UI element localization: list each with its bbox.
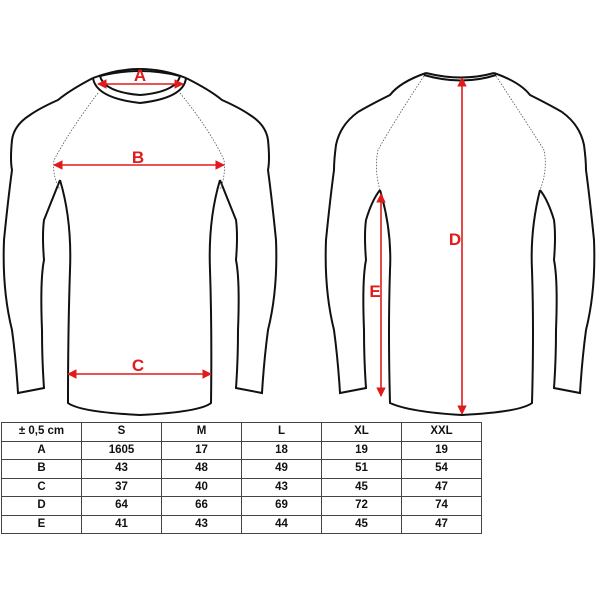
table-cell: 43 [81, 459, 162, 479]
table-row: D 64 66 69 72 74 [1, 496, 482, 516]
table-cell: 47 [401, 514, 482, 534]
table-row: A 1605 17 18 19 19 [1, 440, 482, 460]
table-cell: 19 [321, 440, 402, 460]
table-cell: 69 [241, 496, 322, 516]
table-row: B 43 48 49 51 54 [1, 459, 482, 479]
table-header-row: ± 0,5 cm S M L XL XXL [1, 422, 482, 442]
row-label: E [1, 514, 82, 534]
table-row: C 37 40 43 45 47 [1, 477, 482, 497]
table-cell: 19 [401, 440, 482, 460]
table-cell: 43 [161, 514, 242, 534]
table-cell: 45 [321, 477, 402, 497]
table-cell: 66 [161, 496, 242, 516]
table-cell: 74 [401, 496, 482, 516]
table-cell: 49 [241, 459, 322, 479]
header-tolerance: ± 0,5 cm [1, 422, 82, 442]
table-cell: 45 [321, 514, 402, 534]
table-cell: 54 [401, 459, 482, 479]
label-e: E [369, 282, 380, 301]
table-cell: 37 [81, 477, 162, 497]
back-raglan-seams [376, 75, 546, 191]
label-b: B [132, 148, 144, 167]
header-size-m: M [161, 422, 242, 442]
header-size-xl: XL [321, 422, 402, 442]
label-d: D [449, 230, 461, 249]
table-cell: 51 [321, 459, 402, 479]
row-label: C [1, 477, 82, 497]
table-cell: 18 [241, 440, 322, 460]
table-cell: 17 [161, 440, 242, 460]
size-chart-table: ± 0,5 cm S M L XL XXL A 1605 17 18 19 19… [1, 422, 482, 534]
table-cell: 64 [81, 496, 162, 516]
table-cell: 72 [321, 496, 402, 516]
header-size-s: S [81, 422, 162, 442]
front-raglan-seams [53, 92, 225, 191]
row-label: A [1, 440, 82, 460]
table-cell: 40 [161, 477, 242, 497]
table-cell: 44 [241, 514, 322, 534]
table-cell: 47 [401, 477, 482, 497]
header-size-l: L [241, 422, 322, 442]
table-cell: 48 [161, 459, 242, 479]
header-size-xxl: XXL [401, 422, 482, 442]
row-label: B [1, 459, 82, 479]
label-a: A [134, 66, 146, 85]
table-cell: 41 [81, 514, 162, 534]
shirt-diagram: A B C D E [2, 66, 596, 417]
label-c: C [132, 356, 144, 375]
row-label: D [1, 496, 82, 516]
table-cell: 1605 [81, 440, 162, 460]
table-cell: 43 [241, 477, 322, 497]
table-row: E 41 43 44 45 47 [1, 514, 482, 534]
back-shirt-outline [324, 72, 596, 417]
